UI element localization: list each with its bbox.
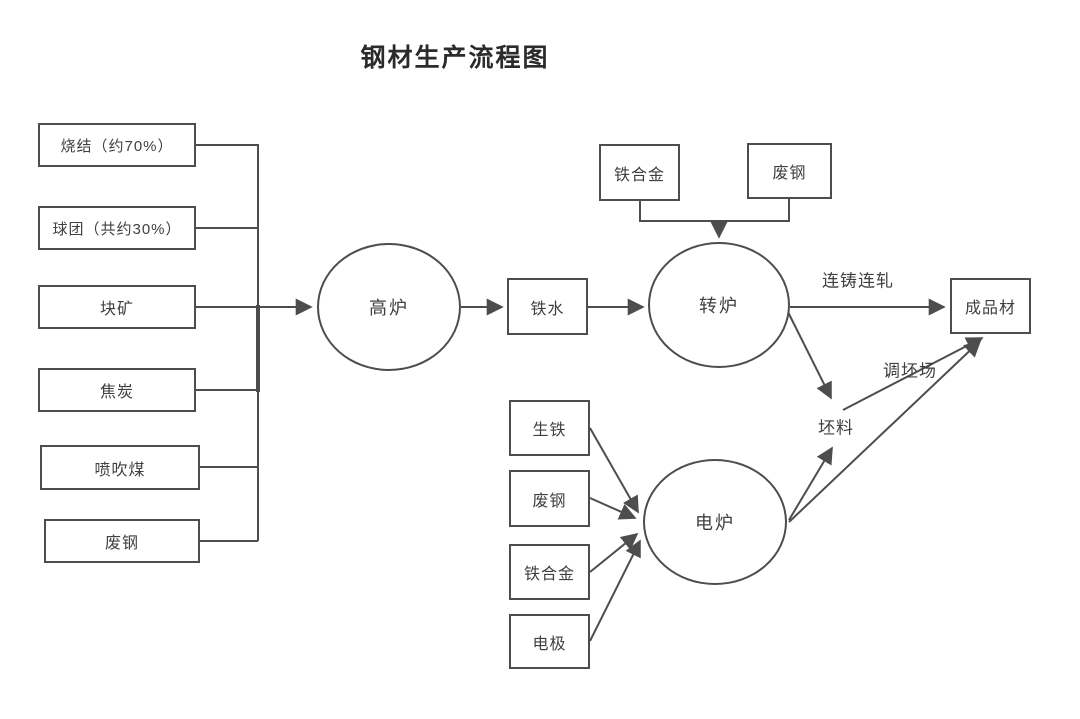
bf-input-pellet: 球团（共约30%） — [38, 206, 196, 250]
bf-input-sinter: 烧结（约70%） — [38, 123, 196, 167]
edge-label-continuous-casting: 连铸连轧 — [822, 271, 894, 291]
edge-label-billet-yard: 调坯场 — [883, 361, 937, 381]
edge-eaf-scrap-to-eaf — [589, 497, 637, 520]
edge-eaf-to-billet — [788, 446, 833, 521]
hot-metal-node: 铁水 — [507, 278, 588, 335]
converter-input-scrap: 废钢 — [747, 143, 832, 199]
bf-input-pci-coal: 喷吹煤 — [40, 445, 200, 490]
edge-electrode-to-eaf — [589, 539, 641, 642]
diagram-title: 钢材生产流程图 — [360, 44, 550, 72]
bf-input-lump-ore: 块矿 — [38, 285, 196, 329]
billet-label: 坯料 — [818, 418, 854, 438]
edge-pig-iron-to-eaf — [589, 427, 639, 514]
eaf-input-electrode: 电极 — [509, 614, 590, 669]
bf-input-scrap: 废钢 — [44, 519, 200, 563]
electric-furnace-node: 电炉 — [643, 459, 787, 585]
eaf-input-pig-iron: 生铁 — [509, 400, 590, 456]
edge-eaf-ferroalloy-to-eaf — [589, 532, 639, 573]
edge-converter-to-billet — [787, 311, 832, 400]
eaf-input-scrap: 废钢 — [509, 470, 590, 527]
converter-node: 转炉 — [648, 242, 790, 368]
finished-product-node: 成品材 — [950, 278, 1031, 334]
bf-input-coke: 焦炭 — [38, 368, 196, 412]
eaf-input-ferroalloy: 铁合金 — [509, 544, 590, 600]
blast-furnace-node: 高炉 — [317, 243, 461, 371]
converter-input-ferroalloy: 铁合金 — [599, 144, 680, 201]
